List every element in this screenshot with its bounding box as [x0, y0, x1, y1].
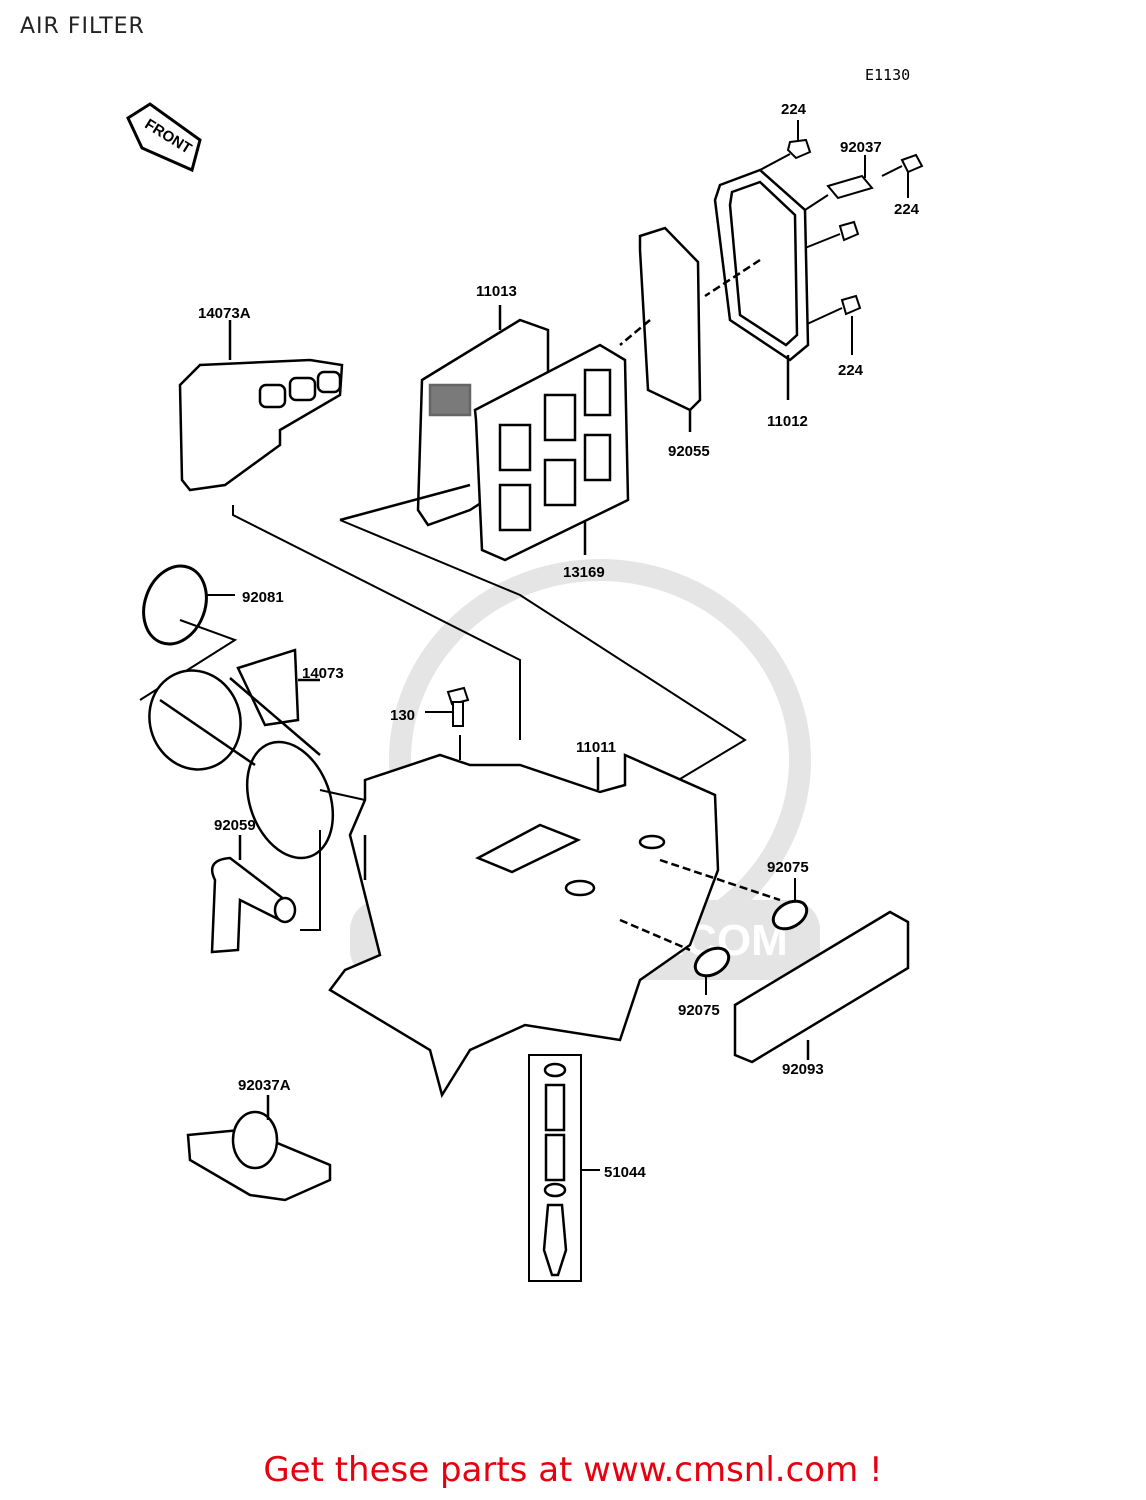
part-label-92075: 92075	[678, 1002, 720, 1019]
part-label-11013: 11013	[476, 283, 517, 300]
grommet-92075-left	[693, 946, 731, 995]
bolt-224-top	[759, 120, 812, 171]
guide-lines	[232, 505, 747, 786]
intake-14073	[148, 648, 366, 860]
part-label-92037: 92037	[840, 139, 882, 156]
air-cleaner-case-11011	[300, 753, 781, 1099]
part-label-224: 224	[894, 201, 920, 218]
clamp-92037	[804, 155, 874, 211]
part-label-92075: 92075	[767, 859, 809, 876]
part-label-92037A: 92037A	[238, 1077, 291, 1094]
clamp-92037A	[186, 1095, 332, 1202]
intake-duct-14073A	[178, 320, 344, 492]
part-label-92059: 92059	[214, 817, 256, 834]
bolt-224-middle	[799, 220, 862, 355]
bolt-224-right	[881, 153, 924, 198]
part-label-92093: 92093	[782, 1061, 824, 1078]
part-label-11011: 11011	[576, 739, 616, 756]
part-label-11012: 11012	[767, 413, 808, 430]
grommet-92075-right	[771, 878, 809, 931]
element-holder-13169	[339, 343, 630, 562]
part-label-13169: 13169	[563, 564, 605, 581]
page-title: AIR FILTER	[20, 14, 145, 39]
part-label-130: 130	[390, 707, 415, 724]
bolt-130	[425, 686, 470, 727]
cmsnl-shop-link[interactable]: Get these parts at www.cmsnl.com !	[263, 1450, 883, 1490]
part-label-14073: 14073	[302, 665, 344, 682]
pad-92093	[733, 910, 910, 1064]
part-label-92055: 92055	[668, 443, 710, 460]
diagram-code: E1130	[865, 66, 910, 84]
part-label-51044: 51044	[604, 1164, 646, 1181]
front-arrow-icon: FRONT	[126, 102, 202, 173]
drain-plug-51044	[528, 1054, 600, 1282]
air-cleaner-cover-11012	[704, 168, 810, 400]
part-label-224: 224	[781, 101, 807, 118]
gasket-92055	[619, 226, 702, 432]
part-label-14073A: 14073A	[198, 305, 251, 322]
part-label-92081: 92081	[242, 589, 284, 606]
hose-92059	[210, 835, 297, 954]
part-label-224: 224	[838, 362, 864, 379]
